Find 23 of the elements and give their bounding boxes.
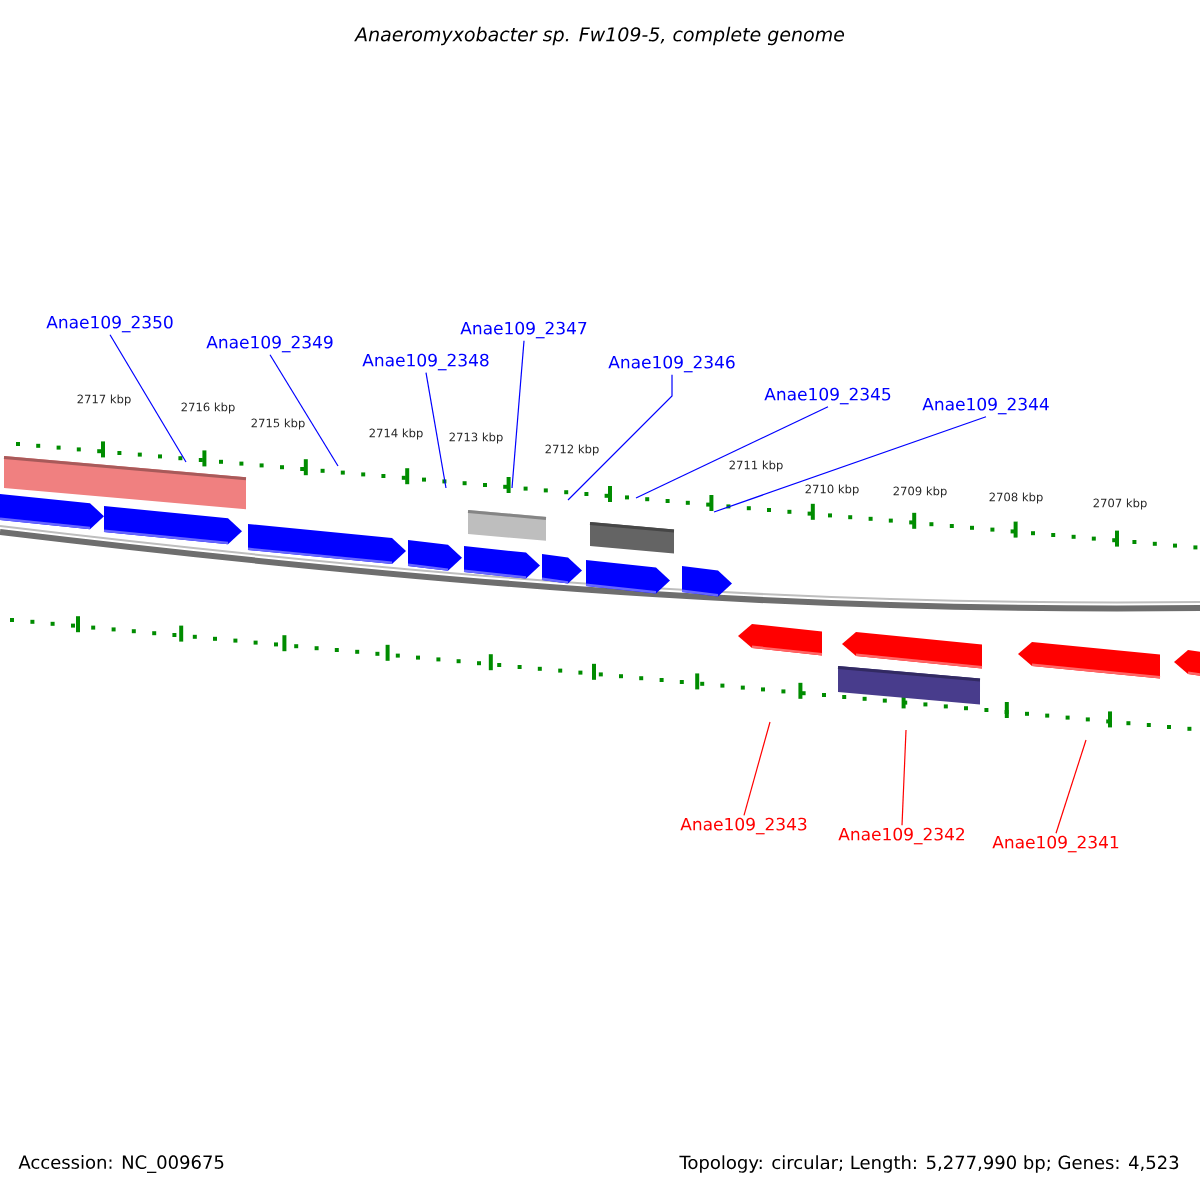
gene-label: Anae109_2347: [460, 321, 587, 339]
leader-line: [425, 372, 447, 489]
gene-label: Anae109_2342: [838, 827, 965, 845]
gene-label: Anae109_2346: [608, 355, 735, 373]
leader-line: [511, 340, 525, 489]
gene-label: Anae109_2350: [46, 315, 173, 333]
leader-line: [901, 729, 907, 826]
gene-label: Anae109_2348: [362, 353, 489, 371]
footer-text: Accession: NC_009675: [18, 1155, 224, 1173]
gene-label: Anae109_2344: [922, 397, 1049, 415]
footer-text: Topology: circular; Length: 5,277,990 bp; Genes: 4,523: [679, 1155, 1179, 1173]
leader-line: [109, 334, 187, 463]
leader-line: [1055, 739, 1087, 834]
leader-line: [743, 721, 771, 816]
gene-label: Anae109_2343: [680, 817, 807, 835]
title: Anaeromyxobacter sp. Fw109-5, complete genome: [354, 26, 845, 46]
leader-line: [567, 374, 673, 501]
gene-label: Anae109_2341: [992, 835, 1119, 853]
leader-line: [269, 354, 339, 467]
gene-label: Anae109_2349: [206, 335, 333, 353]
gene-label: Anae109_2345: [764, 387, 891, 405]
leader-line: [713, 416, 987, 513]
leader-line: [635, 406, 829, 499]
